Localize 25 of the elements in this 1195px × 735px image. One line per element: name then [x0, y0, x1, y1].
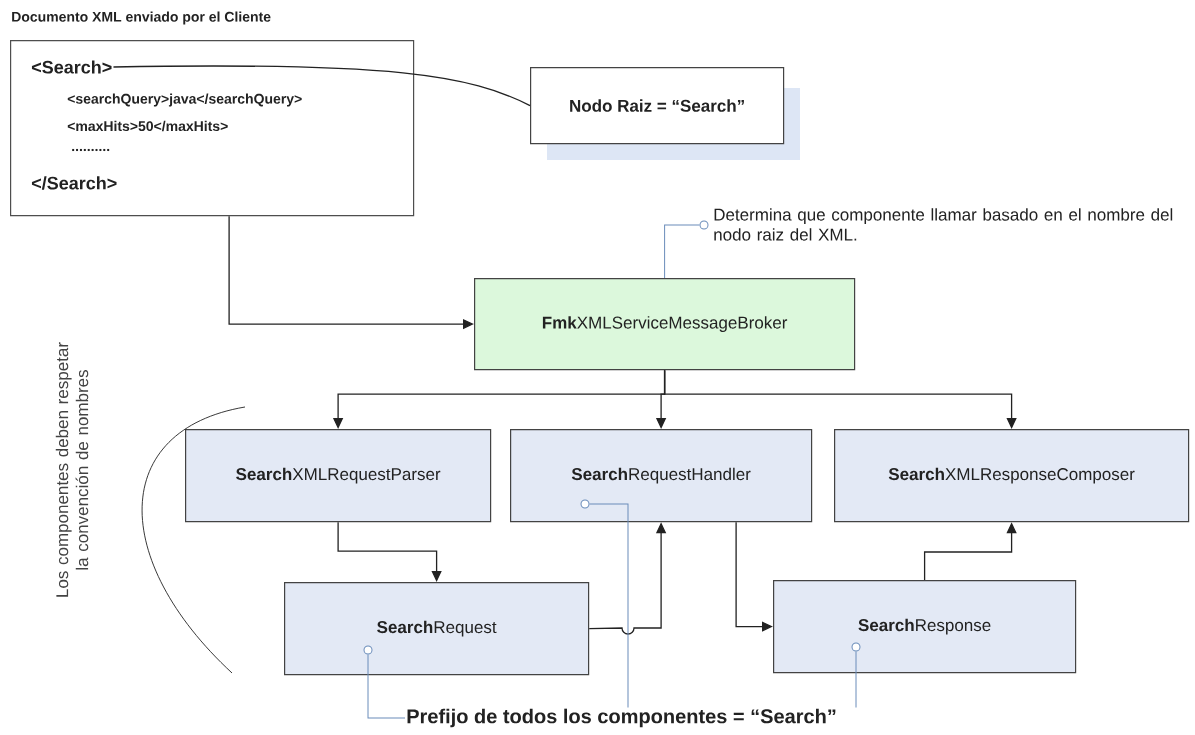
arrow	[663, 369, 1017, 429]
code-line: </Search>	[31, 176, 117, 190]
document-box	[10, 11, 415, 217]
code-line: ..........	[72, 148, 110, 152]
arrow	[735, 521, 773, 632]
code-line: <maxHits>50</maxHits>	[67, 120, 228, 132]
leader-line	[589, 503, 629, 708]
leader-line	[664, 224, 700, 279]
component-box: SearchRequestHandler	[510, 429, 813, 523]
annotation-text: Prefijo de todos los componentes = “Search”	[407, 708, 836, 728]
component-box: SearchXMLRequestParser	[185, 429, 492, 523]
connector-line	[112, 65, 531, 107]
leader-line	[855, 651, 857, 708]
code-line: <Search>	[31, 60, 112, 74]
component-box: FmkXMLServiceMessageBroker	[474, 278, 856, 371]
component-box: SearchXMLResponseComposer	[834, 429, 1190, 523]
rotated-label: Los componentes deben respetar la convención de nombres	[55, 342, 89, 597]
annotation-text: Determina que componente llamar basado en el nombre del nodo raiz del XML.	[714, 208, 1173, 241]
note-box: Nodo Raiz = “Search”	[530, 67, 785, 145]
heading: Documento XML enviado por el Cliente	[12, 11, 271, 25]
code-line: <searchQuery>java</searchQuery>	[67, 93, 302, 107]
component-box: SearchResponse	[773, 580, 1077, 674]
arrow	[337, 521, 442, 582]
leader-line	[367, 654, 406, 719]
component-box: SearchRequest	[284, 582, 590, 676]
